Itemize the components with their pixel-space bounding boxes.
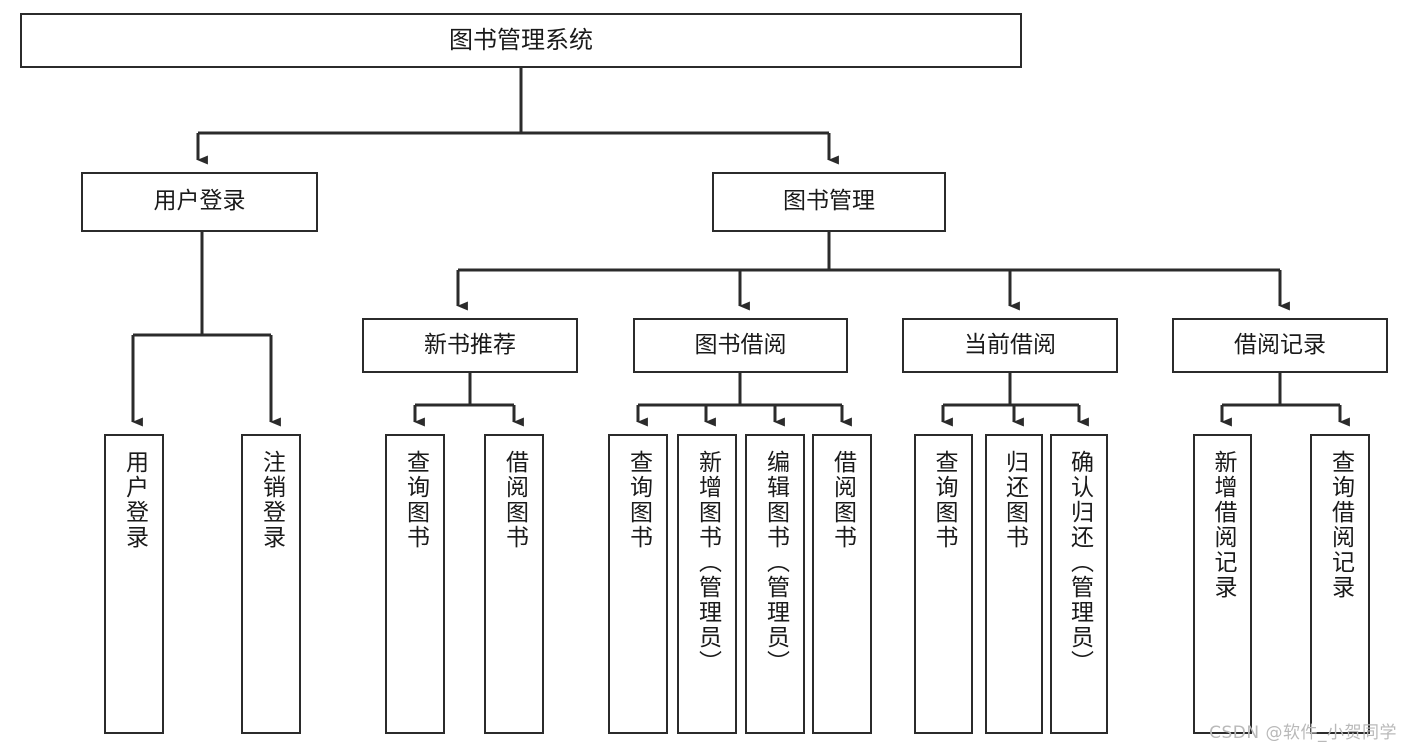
node-level2-1[interactable]: 图书借阅 (633, 318, 848, 373)
node-leaf-7[interactable]: 借阅图书 (812, 434, 872, 734)
node-label: 编辑图书（管理员） (762, 450, 789, 675)
node-label: 新书推荐 (424, 331, 516, 358)
node-leaf-5[interactable]: 新增图书（管理员） (677, 434, 737, 734)
node-label: 确认归还（管理员） (1066, 450, 1093, 675)
node-label: 查询图书 (931, 450, 957, 550)
node-leaf-12[interactable]: 查询借阅记录 (1310, 434, 1370, 734)
node-leaf-9[interactable]: 归还图书 (985, 434, 1043, 734)
node-level2-0[interactable]: 新书推荐 (362, 318, 578, 373)
node-leaf-1[interactable]: 注销登录 (241, 434, 301, 734)
node-label: 归还图书 (1001, 450, 1028, 550)
node-leaf-0[interactable]: 用户登录 (104, 434, 164, 734)
node-level1-1[interactable]: 图书管理 (712, 172, 946, 232)
node-label: 当前借阅 (964, 331, 1056, 358)
node-label: 借阅图书 (501, 450, 528, 550)
node-leaf-2[interactable]: 查询图书 (385, 434, 445, 734)
node-label: 查询图书 (402, 450, 429, 550)
node-label: 图书管理系统 (449, 26, 593, 55)
node-leaf-6[interactable]: 编辑图书（管理员） (745, 434, 805, 734)
node-label: 用户登录 (153, 188, 246, 215)
watermark: CSDN @软件_小贺同学 (1209, 723, 1397, 743)
node-label: 用户登录 (121, 450, 148, 550)
node-leaf-4[interactable]: 查询图书 (608, 434, 668, 734)
node-label: 图书借阅 (694, 331, 787, 358)
node-label: 注销登录 (258, 450, 285, 550)
node-leaf-10[interactable]: 确认归还（管理员） (1050, 434, 1108, 734)
node-label: 借阅记录 (1234, 331, 1326, 358)
node-label: 图书管理 (783, 188, 875, 215)
node-level1-0[interactable]: 用户登录 (81, 172, 318, 232)
node-level2-3[interactable]: 借阅记录 (1172, 318, 1388, 373)
node-leaf-8[interactable]: 查询图书 (914, 434, 973, 734)
node-label: 借阅图书 (829, 450, 856, 550)
node-level2-2[interactable]: 当前借阅 (902, 318, 1118, 373)
node-leaf-3[interactable]: 借阅图书 (484, 434, 544, 734)
node-label: 新增借阅记录 (1210, 450, 1236, 600)
node-root-system[interactable]: 图书管理系统 (20, 13, 1022, 68)
node-leaf-11[interactable]: 新增借阅记录 (1193, 434, 1252, 734)
node-label: 新增图书（管理员） (694, 450, 721, 675)
node-label: 查询图书 (625, 450, 652, 550)
node-label: 查询借阅记录 (1327, 450, 1354, 600)
